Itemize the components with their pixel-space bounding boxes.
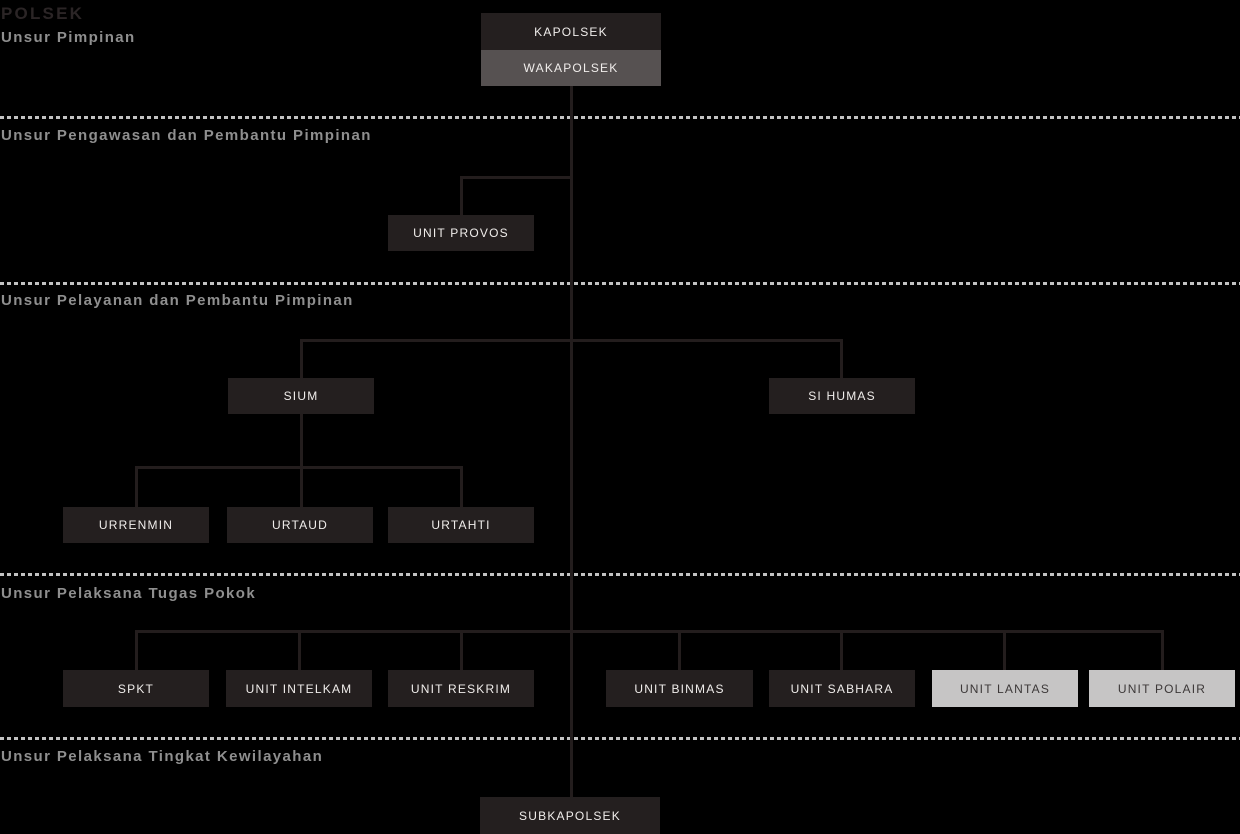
connector-pelaksana-h [135, 630, 1164, 633]
tier-separator-3 [0, 573, 1240, 576]
node-si-humas: SI HUMAS [769, 378, 915, 414]
connector-intelkam-drop [298, 630, 301, 670]
connector-reskrim-drop [460, 630, 463, 670]
tier-separator-2 [0, 282, 1240, 285]
node-sium: SIUM [228, 378, 374, 414]
section-label-pengawasan: Unsur Pengawasan dan Pembantu Pimpinan [1, 127, 372, 144]
node-urrenmin: URRENMIN [63, 507, 209, 543]
connector-provos-v [460, 176, 463, 215]
node-urtahti: URTAHTI [388, 507, 534, 543]
node-kapolsek: KAPOLSEK [481, 13, 661, 50]
section-label-kewilayahan: Unsur Pelaksana Tingkat Kewilayahan [1, 748, 324, 765]
connector-sium-children-h [135, 466, 463, 469]
node-wakapolsek: WAKAPOLSEK [481, 50, 661, 86]
node-urtaud: URTAUD [227, 507, 373, 543]
connector-pelayanan-h [300, 339, 843, 342]
connector-sabhara-drop [840, 630, 843, 670]
tier-separator-1 [0, 116, 1240, 119]
connector-provos-h [460, 176, 573, 179]
node-spkt: SPKT [63, 670, 209, 707]
node-unit-lantas: UNIT LANTAS [932, 670, 1078, 707]
connector-main-spine [570, 86, 573, 797]
node-unit-reskrim: UNIT RESKRIM [388, 670, 534, 707]
node-unit-polair: UNIT POLAIR [1089, 670, 1235, 707]
node-subkapolsek: SUBKAPOLSEK [480, 797, 660, 834]
section-label-pelaksana-pokok: Unsur Pelaksana Tugas Pokok [1, 585, 257, 602]
section-label-pelayanan: Unsur Pelayanan dan Pembantu Pimpinan [1, 292, 354, 309]
connector-polair-drop [1161, 630, 1164, 670]
section-label-pimpinan: Unsur Pimpinan [1, 29, 136, 46]
tier-separator-4 [0, 737, 1240, 740]
connector-sihumas-drop [840, 339, 843, 378]
connector-binmas-drop [678, 630, 681, 670]
connector-spkt-drop [135, 630, 138, 670]
node-unit-provos: UNIT PROVOS [388, 215, 534, 251]
connector-urtahti-drop [460, 466, 463, 507]
connector-sium-drop [300, 339, 303, 378]
connector-lantas-drop [1003, 630, 1006, 670]
node-unit-intelkam: UNIT INTELKAM [226, 670, 372, 707]
page-title: POLSEK [1, 4, 85, 23]
connector-urrenmin-drop [135, 466, 138, 507]
connector-sium-stem [300, 414, 303, 507]
node-unit-binmas: UNIT BINMAS [606, 670, 753, 707]
node-unit-sabhara: UNIT SABHARA [769, 670, 915, 707]
